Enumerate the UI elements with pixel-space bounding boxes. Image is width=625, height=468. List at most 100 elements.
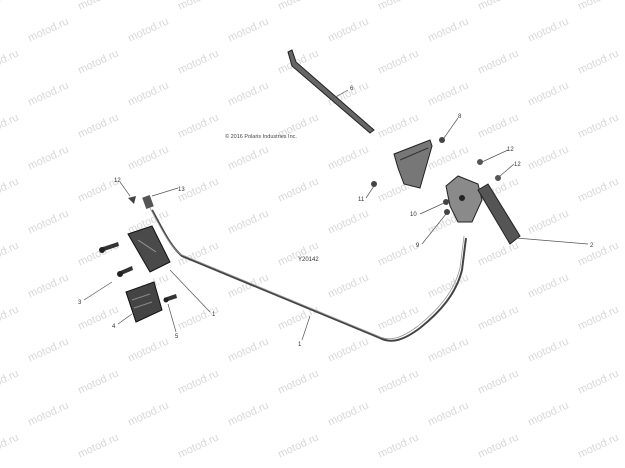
watermark-text: motod.ru: [226, 399, 270, 428]
callout-2: 2: [590, 243, 594, 249]
watermark-text: motod.ru: [0, 239, 21, 268]
upper-right-fastener: [439, 137, 445, 143]
pad-bolt: [163, 294, 177, 303]
watermark-text: motod.ru: [426, 399, 470, 428]
watermark-text: motod.ru: [376, 111, 420, 140]
watermark-text: motod.ru: [326, 143, 370, 172]
watermark-text: motod.ru: [176, 303, 220, 332]
watermark-text: motod.ru: [226, 207, 270, 236]
watermark-text: motod.ru: [376, 431, 420, 460]
watermark-text: motod.ru: [0, 367, 21, 396]
watermark-text: motod.ru: [276, 239, 320, 268]
watermark-text: motod.ru: [176, 0, 220, 13]
watermark-text: motod.ru: [76, 367, 120, 396]
watermark-text: motod.ru: [176, 367, 220, 396]
watermark-text: motod.ru: [426, 15, 470, 44]
watermark-text: motod.ru: [426, 335, 470, 364]
handle-grip: [477, 183, 521, 245]
watermark-text: motod.ru: [276, 367, 320, 396]
pad: [125, 281, 163, 323]
watermark-text: motod.ru: [276, 0, 320, 13]
watermark-text: motod.ru: [526, 143, 570, 172]
watermark-text: motod.ru: [476, 367, 520, 396]
watermark-text: motod.ru: [376, 0, 420, 13]
figure-code: Y20142: [298, 257, 319, 263]
watermark-text: motod.ru: [376, 367, 420, 396]
watermark-text: motod.ru: [0, 175, 21, 204]
watermark-text: motod.ru: [76, 0, 120, 13]
watermark-text: motod.ru: [76, 431, 120, 460]
left-cable-end: [142, 194, 154, 210]
watermark-text: motod.ru: [26, 271, 70, 300]
watermark-text: motod.ru: [276, 431, 320, 460]
watermark-text: motod.ru: [326, 335, 370, 364]
watermark-text: motod.ru: [276, 47, 320, 76]
watermark-text: motod.ru: [476, 111, 520, 140]
watermark-text: motod.ru: [376, 303, 420, 332]
right-screw: [443, 199, 449, 205]
callout-5: 5: [175, 334, 179, 340]
watermark-text: motod.ru: [276, 303, 320, 332]
callout-3: 3: [78, 300, 82, 306]
lever-mechanism: [445, 175, 483, 223]
watermark-text: motod.ru: [476, 239, 520, 268]
watermark-text: motod.ru: [526, 207, 570, 236]
callouts: 6 8 12 12 11 10 9 2 12 13 3 1 4 5 1: [78, 86, 594, 348]
callout-12: 12: [507, 147, 514, 153]
watermark-text: motod.ru: [476, 47, 520, 76]
watermark-text: motod.ru: [426, 271, 470, 300]
watermark-text: motod.ru: [26, 335, 70, 364]
right-nut: [371, 181, 377, 187]
bracket: [127, 225, 171, 273]
watermark-text: motod.ru: [526, 15, 570, 44]
watermark-text: motod.ru: [576, 431, 620, 460]
watermark-text: motod.ru: [576, 303, 620, 332]
watermark-text: motod.ru: [226, 15, 270, 44]
watermark-text: motod.ru: [176, 47, 220, 76]
watermark-text: motod.ru: [376, 47, 420, 76]
watermark-text: motod.ru: [576, 0, 620, 13]
watermark-text: motod.ru: [326, 207, 370, 236]
watermark-text: motod.ru: [0, 431, 21, 460]
watermark-text: motod.ru: [426, 79, 470, 108]
callout-11: 11: [358, 197, 365, 203]
callout-9: 9: [416, 243, 420, 249]
right-lower-fastener: [444, 209, 450, 215]
callout-12: 12: [514, 162, 521, 168]
watermark-text: motod.ru: [26, 143, 70, 172]
watermark-text: motod.ru: [326, 15, 370, 44]
watermark-text: motod.ru: [526, 271, 570, 300]
right-small-part-2: [495, 175, 501, 181]
callout-6: 6: [350, 86, 354, 92]
watermark-text: motod.ru: [326, 399, 370, 428]
watermark-text: motod.ru: [526, 79, 570, 108]
watermark-text: motod.ru: [76, 111, 120, 140]
watermark-text: motod.ru: [526, 399, 570, 428]
watermark-text: motod.ru: [126, 399, 170, 428]
watermark-text: motod.ru: [176, 431, 220, 460]
watermark-text: motod.ru: [326, 271, 370, 300]
watermark-text: motod.ru: [26, 399, 70, 428]
watermark-text: motod.ru: [0, 0, 21, 13]
watermark-text: motod.ru: [26, 207, 70, 236]
watermark-text: motod.ru: [0, 303, 21, 332]
watermark-text: motod.ru: [26, 79, 70, 108]
left-bolt: [99, 242, 133, 277]
callout-1: 1: [298, 342, 302, 348]
callout-4: 4: [112, 324, 116, 330]
watermark-text: motod.ru: [476, 0, 520, 13]
watermark-text: motod.ru: [576, 175, 620, 204]
watermark-text: motod.ru: [0, 111, 21, 140]
watermark-text: motod.ru: [576, 111, 620, 140]
watermark-text: motod.ru: [0, 47, 21, 76]
watermark-text: motod.ru: [576, 47, 620, 76]
watermark-text: motod.ru: [476, 303, 520, 332]
callout-1: 1: [212, 312, 216, 318]
watermark-text: motod.ru: [426, 143, 470, 172]
watermark-text: motod.ru: [126, 143, 170, 172]
callout-8: 8: [458, 114, 462, 120]
watermark-text: motod.ru: [176, 111, 220, 140]
watermark-text: motod.ru: [26, 15, 70, 44]
watermark-text: motod.ru: [226, 79, 270, 108]
left-clip: [128, 196, 136, 204]
